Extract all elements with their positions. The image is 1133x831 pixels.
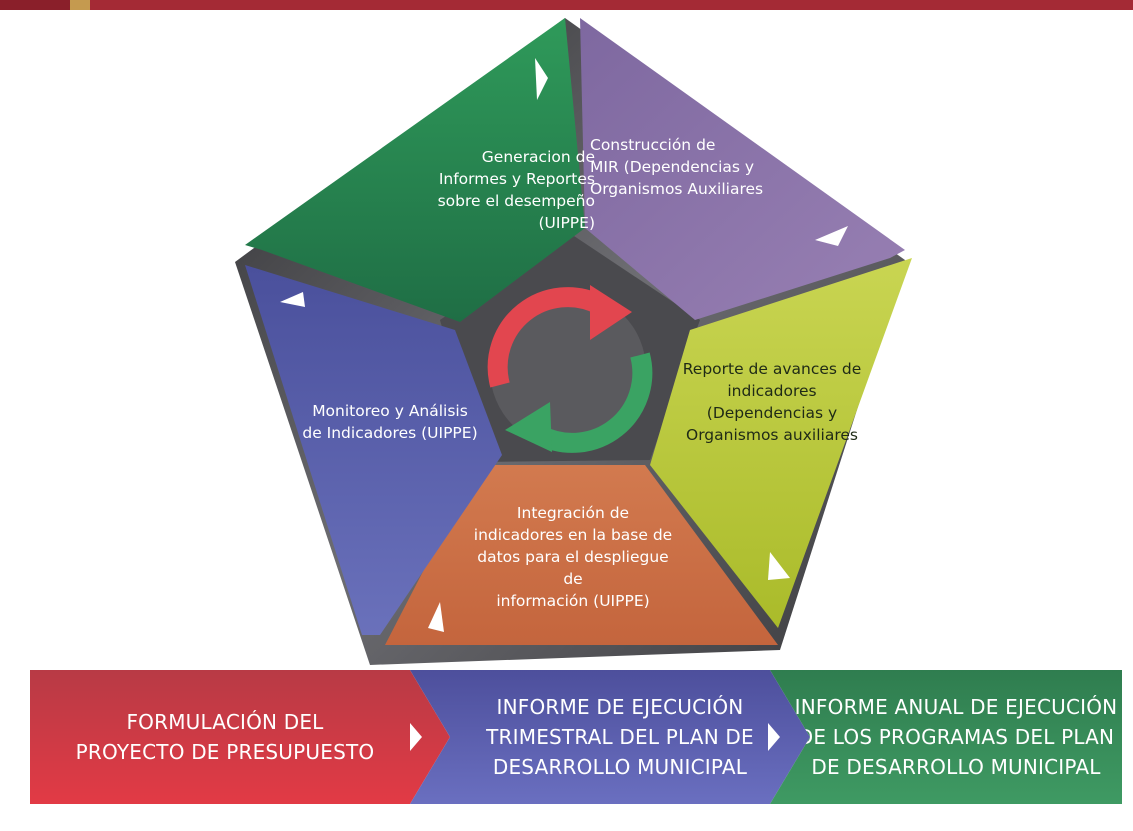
timeline-panel-formulation[interactable]: FORMULACIÓN DEL PROYECTO DE PRESUPUESTO [30,670,450,804]
header-accent-gold [70,0,90,10]
segment-label-purple: Construcción de MIR (Dependencias y Orga… [590,136,764,198]
segment-label-lime: Reporte de avances de indicadores (Depen… [682,360,862,444]
timeline-label-annual: INFORME ANUAL DE EJECUCIÓN DE LOS PROGRA… [794,695,1118,779]
top-header-bar [0,0,1133,10]
chevron-right-icon [768,723,780,751]
timeline-panel-quarterly[interactable]: INFORME DE EJECUCIÓN TRIMESTRAL DEL PLAN… [410,670,810,804]
cycle-arrows-icon [487,285,653,453]
segment-orange[interactable] [385,465,778,645]
segment-label-green: Generacion de Informes y Reportes sobre … [437,148,595,232]
arrow-marker-lime [768,552,790,580]
timeline-label-formulation: FORMULACIÓN DEL PROYECTO DE PRESUPUESTO [75,710,375,764]
segment-lime[interactable] [650,258,912,628]
segment-purple[interactable] [580,18,905,320]
arrow-marker-orange [428,602,444,632]
arrow-marker-green [535,58,548,100]
arrow-marker-purple [815,226,848,246]
chevron-right-icon [410,723,422,751]
timeline-label-quarterly: INFORME DE EJECUCIÓN TRIMESTRAL DEL PLAN… [486,695,754,779]
segment-blue[interactable] [245,265,502,635]
timeline-panel-annual[interactable]: INFORME ANUAL DE EJECUCIÓN DE LOS PROGRA… [770,670,1122,804]
cycle-diagram [235,18,912,665]
segment-green[interactable] [245,18,585,322]
segment-label-orange: Integración de indicadores en la base de… [473,504,673,610]
segment-label-blue: Monitoreo y Análisis de Indicadores (UIP… [302,402,478,442]
arrow-marker-blue [280,292,305,307]
budget-cycle-timeline: FORMULACIÓN DEL PROYECTO DE PRESUPUESTO … [30,670,1122,804]
header-accent-dark [0,0,70,10]
